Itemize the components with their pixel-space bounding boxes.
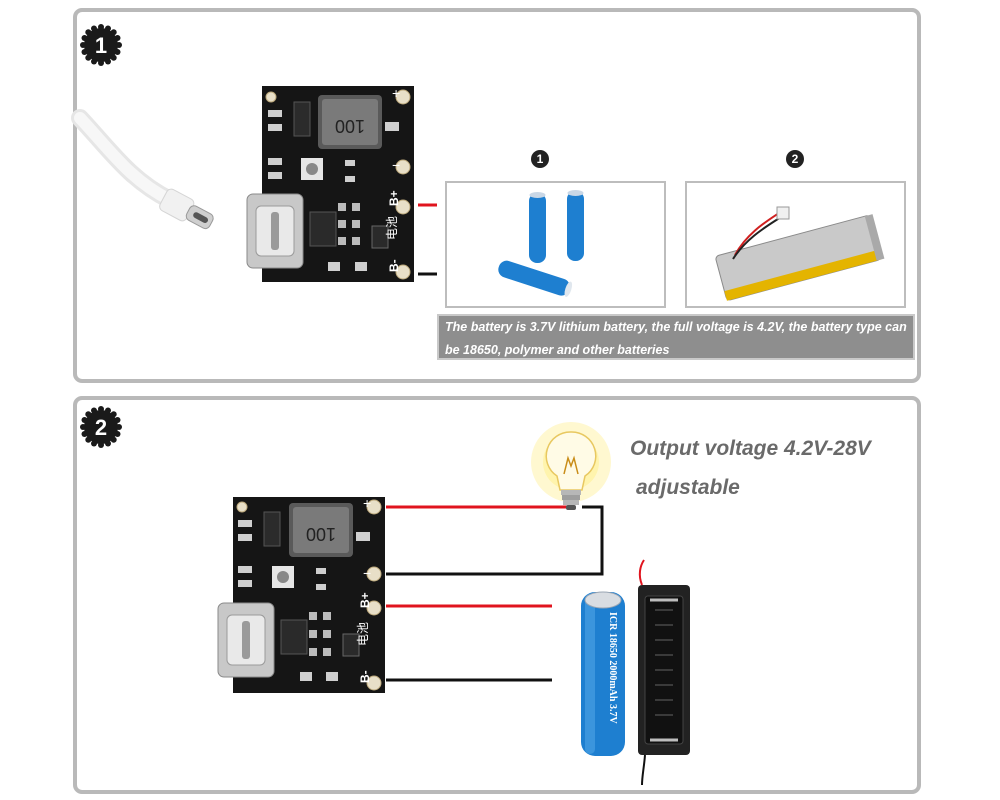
svg-text:电池: 电池 bbox=[385, 216, 399, 240]
svg-text:1: 1 bbox=[95, 33, 107, 58]
svg-text:B+: B+ bbox=[387, 190, 401, 206]
light-bulb-icon bbox=[531, 422, 611, 510]
svg-text:ICR 18650 2000mAh 3.7V: ICR 18650 2000mAh 3.7V bbox=[607, 612, 618, 724]
battery-18650-image: ICR 18650 2000mAh 3.7V bbox=[581, 591, 625, 756]
svg-text:100: 100 bbox=[335, 116, 365, 136]
battery-option-1-badge: 1 bbox=[531, 150, 549, 168]
svg-text:100: 100 bbox=[306, 524, 336, 544]
svg-text:−: − bbox=[392, 157, 400, 173]
output-voltage-label: Output voltage 4.2V-28V bbox=[630, 437, 871, 460]
svg-text:B-: B- bbox=[387, 259, 401, 272]
svg-text:B-: B- bbox=[358, 670, 372, 683]
svg-text:B+: B+ bbox=[358, 592, 372, 608]
panel-step-2 bbox=[73, 396, 921, 794]
step-2-badge: 2 bbox=[80, 406, 122, 453]
battery-holder-image bbox=[638, 559, 690, 786]
svg-text:−: − bbox=[363, 565, 371, 581]
polymer-battery-image bbox=[715, 206, 885, 301]
battery-option-2-box bbox=[685, 181, 906, 308]
output-negative-wire bbox=[386, 505, 604, 576]
battery-option-2-badge: 2 bbox=[786, 150, 804, 168]
svg-text:+: + bbox=[363, 495, 371, 511]
cylindrical-battery-image bbox=[498, 190, 584, 297]
svg-text:电池: 电池 bbox=[356, 622, 370, 646]
svg-text:2: 2 bbox=[95, 415, 107, 440]
step-1-badge: 1 bbox=[80, 24, 122, 71]
svg-text:+: + bbox=[392, 85, 400, 101]
battery-caption: The battery is 3.7V lithium battery, the… bbox=[437, 314, 915, 360]
adjustable-label: adjustable bbox=[636, 476, 740, 499]
battery-option-1-box bbox=[445, 181, 666, 308]
